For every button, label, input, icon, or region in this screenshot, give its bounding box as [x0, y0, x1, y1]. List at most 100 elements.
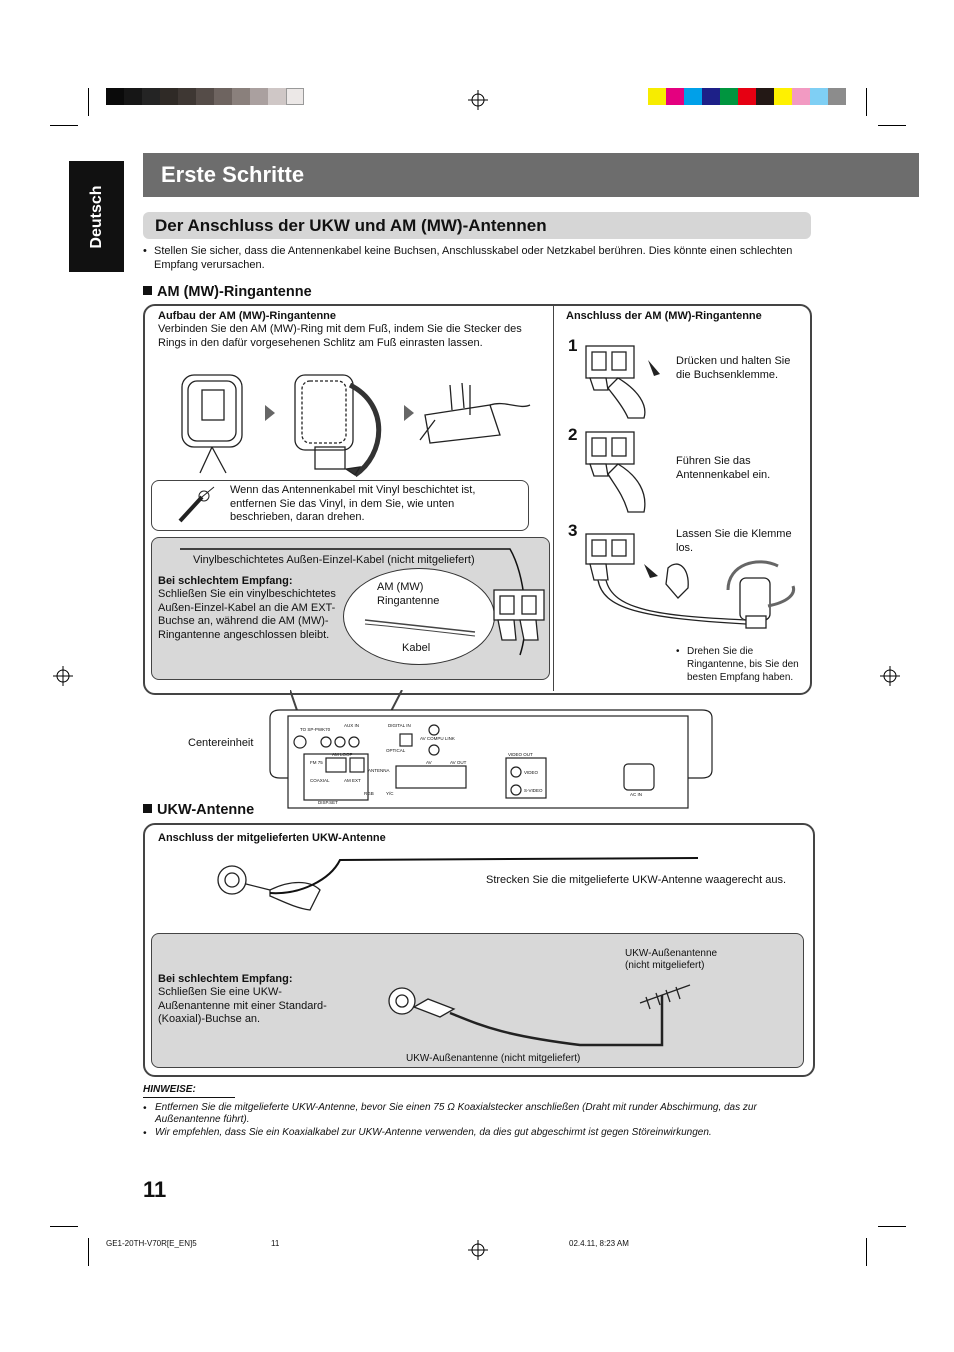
page-title-bar: Erste Schritte [143, 153, 919, 197]
am-panel-divider [553, 306, 554, 691]
crop-mark [50, 125, 78, 126]
panel-label-s-video: S-VIDEO [524, 788, 543, 793]
gray-chip [196, 88, 214, 105]
panel-label-optical: OPTICAL [386, 748, 406, 753]
center-unit-rear-panel: TO SP-PWK70 AUX IN DIGITAL IN AV COMPU L… [269, 709, 713, 809]
rotate-note-dot: • [676, 646, 680, 657]
panel-label-rgb: RGB [364, 791, 374, 796]
fm-stretch-text: Strecken Sie die mitgelieferte UKW-Anten… [486, 874, 787, 886]
crop-mark [878, 125, 906, 126]
crop-mark [878, 1226, 906, 1227]
step-number: 2 [568, 425, 578, 444]
crop-mark [50, 1226, 78, 1227]
panel-label-ac-in: AC IN [630, 792, 642, 797]
panel-label-av: AV [426, 760, 432, 765]
color-chip [720, 88, 738, 105]
panel-label-video: VIDEO [524, 770, 539, 775]
step-number: 1 [568, 336, 578, 355]
panel-label-am-loop: AM LOOP [332, 752, 353, 757]
vinyl-twist-icon [178, 486, 215, 523]
gray-chip [142, 88, 160, 105]
outdoor-antenna-coax-illustration [388, 984, 691, 1047]
page-title: Erste Schritte [161, 162, 305, 187]
gray-chip [250, 88, 268, 105]
am-poor-reception-text: Schließen Sie ein vinylbeschichtetes Auß… [158, 588, 336, 641]
panel-label-am-ext: AM EXT [344, 778, 361, 783]
note-item: Wir empfehlen, dass Sie ein Koaxialkabel… [155, 1127, 712, 1138]
gray-chip [178, 88, 196, 105]
panel-label-aux-in: AUX IN [344, 723, 359, 728]
am-connect-title: Anschluss der AM (MW)-Ringantenne [566, 310, 762, 322]
vinyl-note-text: Wenn das Antennenkabel mit Vinyl beschic… [230, 484, 476, 523]
crop-mark [88, 88, 89, 116]
gray-chip [268, 88, 286, 105]
am-section-heading: AM (MW)-Ringantenne [143, 284, 312, 300]
gray-chip [106, 88, 124, 105]
fm-connect-title: Anschluss der mitgelieferten UKW-Antenne [158, 832, 386, 844]
color-chip [702, 88, 720, 105]
color-chip [648, 88, 666, 105]
step3-release-clip-illustration [585, 533, 796, 629]
section-title-bar: Der Anschluss der UKW und AM (MW)-Antenn… [143, 212, 811, 239]
step-text: Führen Sie das Antennenkabel ein. [676, 455, 771, 481]
fm-outdoor-label: UKW-Außenantenne (nicht mitgeliefert) [406, 1053, 581, 1064]
color-chip [666, 88, 684, 105]
color-chip [756, 88, 774, 105]
step2-insert-wire-illustration [585, 431, 646, 513]
notes-underline [143, 1097, 235, 1098]
panel-label-digital-in: DIGITAL IN [388, 723, 411, 728]
step-number: 3 [568, 521, 578, 540]
footer-page: 11 [271, 1239, 280, 1248]
am-assembly-title: Aufbau der AM (MW)-Ringantenne [158, 310, 337, 322]
fm-poor-reception-box [151, 933, 804, 1068]
gray-chip [232, 88, 250, 105]
color-chip [792, 88, 810, 105]
panel-label-coaxial: COAXIAL [310, 778, 330, 783]
gray-chip [286, 88, 304, 105]
terminal-clip-illustration [493, 589, 545, 641]
registration-mark-icon [880, 666, 900, 686]
vinyl-note-box [151, 480, 529, 531]
gray-chip [214, 88, 232, 105]
fm-poor-reception-text: Schließen Sie eine UKW-Außenantenne mit … [158, 986, 327, 1025]
am-poor-reception-title: Bei schlechtem Empfang: [158, 575, 293, 587]
center-unit-label: Centereinheit [188, 737, 254, 749]
fm-poor-reception-title: Bei schlechtem Empfang: [158, 973, 293, 985]
gray-chip [124, 88, 142, 105]
note-bullet: • [143, 1128, 147, 1139]
note-item: Entfernen Sie die mitgelieferte UKW-Ante… [155, 1102, 757, 1125]
fm-section-heading: UKW-Antenne [143, 802, 254, 818]
footer-date: 02.4.11, 8:23 AM [569, 1239, 629, 1248]
panel-label-disp-set: DISP.SET [318, 800, 338, 805]
color-chip [810, 88, 828, 105]
ring-cable-illustration [364, 619, 476, 637]
step-text: Lassen Sie die Klemme los. [676, 528, 792, 554]
panel-label-to-sp: TO SP-PWK70 [300, 727, 331, 732]
intro-bullet-dot: • [143, 245, 147, 257]
fm-outdoor-label-top: UKW-Außenantenne (nicht mitgeliefert) [625, 948, 718, 971]
am-assembly-text: Verbinden Sie den AM (MW)-Ring mit dem F… [158, 323, 522, 349]
color-chip [828, 88, 846, 105]
cable-label: Kabel [402, 642, 431, 654]
registration-mark-icon [53, 666, 73, 686]
panel-label-fm: FM 75 [310, 760, 323, 765]
color-chip [738, 88, 756, 105]
step1-press-clip-illustration [585, 345, 660, 419]
external-cable-label: Vinylbeschichtetes Außen-Einzel-Kabel (n… [193, 554, 475, 566]
notes-title: HINWEISE: [143, 1084, 196, 1095]
ring-antenna-label: AM (MW) Ringantenne [377, 581, 440, 607]
intro-bullet-text: Stellen Sie sicher, dass die Antennenkab… [154, 245, 793, 271]
fm-antenna-connect-illustration [217, 857, 699, 911]
gray-chip [160, 88, 178, 105]
crop-mark [88, 1238, 89, 1266]
registration-mark-icon [468, 90, 488, 110]
panel-label-yc: Y/C [386, 791, 394, 796]
color-chip [684, 88, 702, 105]
panel-label-video-out: VIDEO OUT [508, 752, 533, 757]
zoom-bubble [343, 568, 495, 665]
language-tab: Deutsch [69, 161, 124, 272]
loop-antenna-assembly-illustration [181, 374, 531, 478]
color-chip [774, 88, 792, 105]
section-title: Der Anschluss der UKW und AM (MW)-Antenn… [155, 216, 547, 235]
panel-label-av-compulink: AV COMPU LINK [420, 736, 455, 741]
